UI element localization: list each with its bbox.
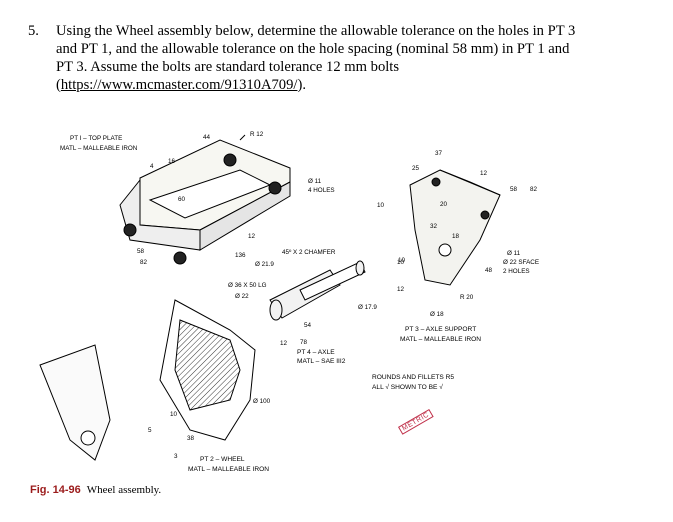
pt1-top-plate-drawing [119, 134, 291, 265]
notes-line-1: ROUNDS AND FILLETS R5 [372, 374, 454, 381]
figure-caption: Fig. 14-96 Wheel assembly. [30, 484, 161, 496]
pt1-dim-4: 4 [150, 163, 154, 170]
question-text: Using the Wheel assembly below, determin… [56, 22, 656, 94]
link-prefix: ( [56, 77, 61, 93]
pt3-material: MATL – MALLEABLE IRON [400, 336, 481, 343]
pt2-dim-5: 5 [148, 427, 152, 434]
pt4-material: MATL – SAE III2 [297, 358, 346, 365]
figure-caption-text: Wheel assembly. [86, 484, 162, 496]
pt4-dim-36: Ø 36 X 50 LG [228, 282, 267, 289]
pt4-chamfer: 45º X 2 CHAMFER [282, 249, 336, 256]
pt1-holes-count: 4 HOLES [308, 187, 335, 194]
pt4-dim-78: 78 [300, 339, 308, 346]
pt3-dim-58: 58 [510, 186, 518, 193]
pt4-dim-179: Ø 17.9 [358, 304, 377, 311]
pt3-dim-25: 25 [412, 165, 420, 172]
pt3-title: PT 3 – AXLE SUPPORT [405, 326, 476, 333]
pt1-dim-r12: R 12 [250, 131, 264, 138]
pt4-title: PT 4 – AXLE [297, 349, 335, 356]
figure-number: Fig. 14-96 [30, 484, 81, 496]
pt4-dim-54: 54 [304, 322, 312, 329]
pt4-dim-22: Ø 22 [235, 293, 249, 300]
pt4-dim-219: Ø 21.9 [255, 261, 274, 268]
pt1-dim-16: 16 [168, 158, 176, 165]
pt1-material: MATL – MALLEABLE IRON [60, 145, 138, 152]
pt2-wheel-drawing [39, 299, 256, 461]
pt3-dim-82: 82 [530, 186, 538, 193]
pt3-dim-12b: 12 [397, 286, 405, 293]
pt1-holes: Ø 11 [308, 178, 322, 185]
pt4-dim-12: 12 [280, 340, 288, 347]
pt1-dim-60: 60 [178, 196, 186, 203]
pt3-dim-r20: R 20 [460, 294, 474, 301]
pt2-dim-10: 10 [170, 411, 178, 418]
question-link-line: (https://www.mcmaster.com/91310A709/). [56, 76, 656, 94]
pt1-dim-12: 12 [248, 233, 256, 240]
question-number: 5. [28, 23, 39, 39]
question-line-3: PT 3. Assume the bolts are standard tole… [56, 59, 400, 75]
pt3-axle-support-drawing [409, 169, 501, 286]
pt2-dim-38: 38 [187, 435, 195, 442]
notes-line-2: ALL √ SHOWN TO BE √ [372, 383, 443, 391]
pt1-dim-82: 82 [140, 259, 148, 266]
pt3-dim-10a: 10 [377, 202, 385, 209]
pt3-holes-count: 2 HOLES [503, 268, 530, 275]
pt1-dim-44: 44 [203, 134, 211, 141]
pt3-sface: Ø 22 SFACE [503, 259, 539, 266]
pt3-dim-32: 32 [430, 223, 438, 230]
question-line-2: and PT 1, and the allowable tolerance on… [56, 41, 570, 57]
pt1-title: PT I – TOP PLATE [70, 135, 122, 142]
pt4-axle-drawing [269, 260, 366, 321]
pt3-dim-10b: 10 [397, 259, 405, 266]
pt1-dim-136: 136 [235, 252, 246, 259]
pt1-dim-58: 58 [137, 248, 145, 255]
pt2-title: PT 2 – WHEEL [200, 456, 245, 463]
pt3-dim-20: 20 [440, 201, 448, 208]
link-suffix: ). [297, 77, 306, 93]
question-line-1: Using the Wheel assembly below, determin… [56, 23, 576, 39]
mcmaster-link[interactable]: https://www.mcmaster.com/91310A709/ [60, 77, 298, 93]
pt3-dim-37: 37 [435, 150, 443, 157]
pt3-dim-48: 48 [485, 267, 493, 274]
pt2-material: MATL – MALLEABLE IRON [188, 466, 269, 473]
pt3-dim-18: 18 [452, 233, 460, 240]
pt2-dim-100: Ø 100 [253, 398, 271, 405]
pt3-dim-12: 12 [480, 170, 488, 177]
pt4-dim-10: 10 [398, 257, 406, 264]
pt3-dim-18b: Ø 18 [430, 311, 444, 318]
pt2-dim-3: 3 [174, 453, 178, 460]
pt3-hole: Ø 11 [507, 250, 521, 257]
